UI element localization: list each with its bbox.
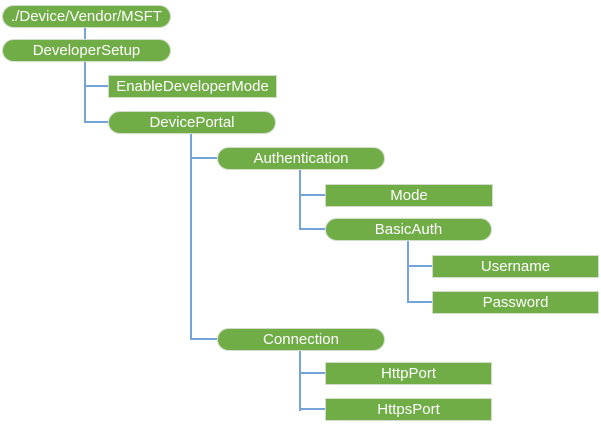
connector-line-horizontal (300, 194, 325, 196)
connector-line-vertical (84, 62, 86, 123)
connector-line-horizontal (300, 228, 325, 230)
tree-node-mode: Mode (325, 184, 493, 207)
tree-node-httpport: HttpPort (325, 362, 492, 385)
tree-node-deviceportal: DevicePortal (108, 111, 276, 134)
connector-line-horizontal (85, 121, 108, 123)
connector-line-horizontal (191, 338, 217, 340)
connector-line-horizontal (408, 301, 432, 303)
tree-node-device-vendor-msft: ./Device/Vendor/MSFT (2, 5, 171, 28)
tree-node-connection: Connection (217, 328, 385, 351)
tree-node-httpsport: HttpsPort (325, 398, 492, 421)
tree-node-enabledevelopermode: EnableDeveloperMode (108, 75, 277, 98)
connector-line-horizontal (191, 157, 217, 159)
connector-line-vertical (84, 28, 86, 39)
connector-line-horizontal (300, 408, 325, 410)
connector-line-horizontal (85, 85, 108, 87)
connector-line-vertical (299, 351, 301, 411)
tree-node-username: Username (432, 255, 599, 278)
connector-line-vertical (407, 241, 409, 303)
tree-node-authentication: Authentication (217, 147, 385, 170)
tree-node-developersetup: DeveloperSetup (2, 39, 171, 62)
tree-node-password: Password (432, 291, 599, 314)
connector-line-horizontal (300, 372, 325, 374)
connector-line-horizontal (408, 265, 432, 267)
connector-line-vertical (190, 134, 192, 340)
tree-node-basicauth: BasicAuth (325, 218, 492, 241)
connector-line-vertical (299, 170, 301, 230)
